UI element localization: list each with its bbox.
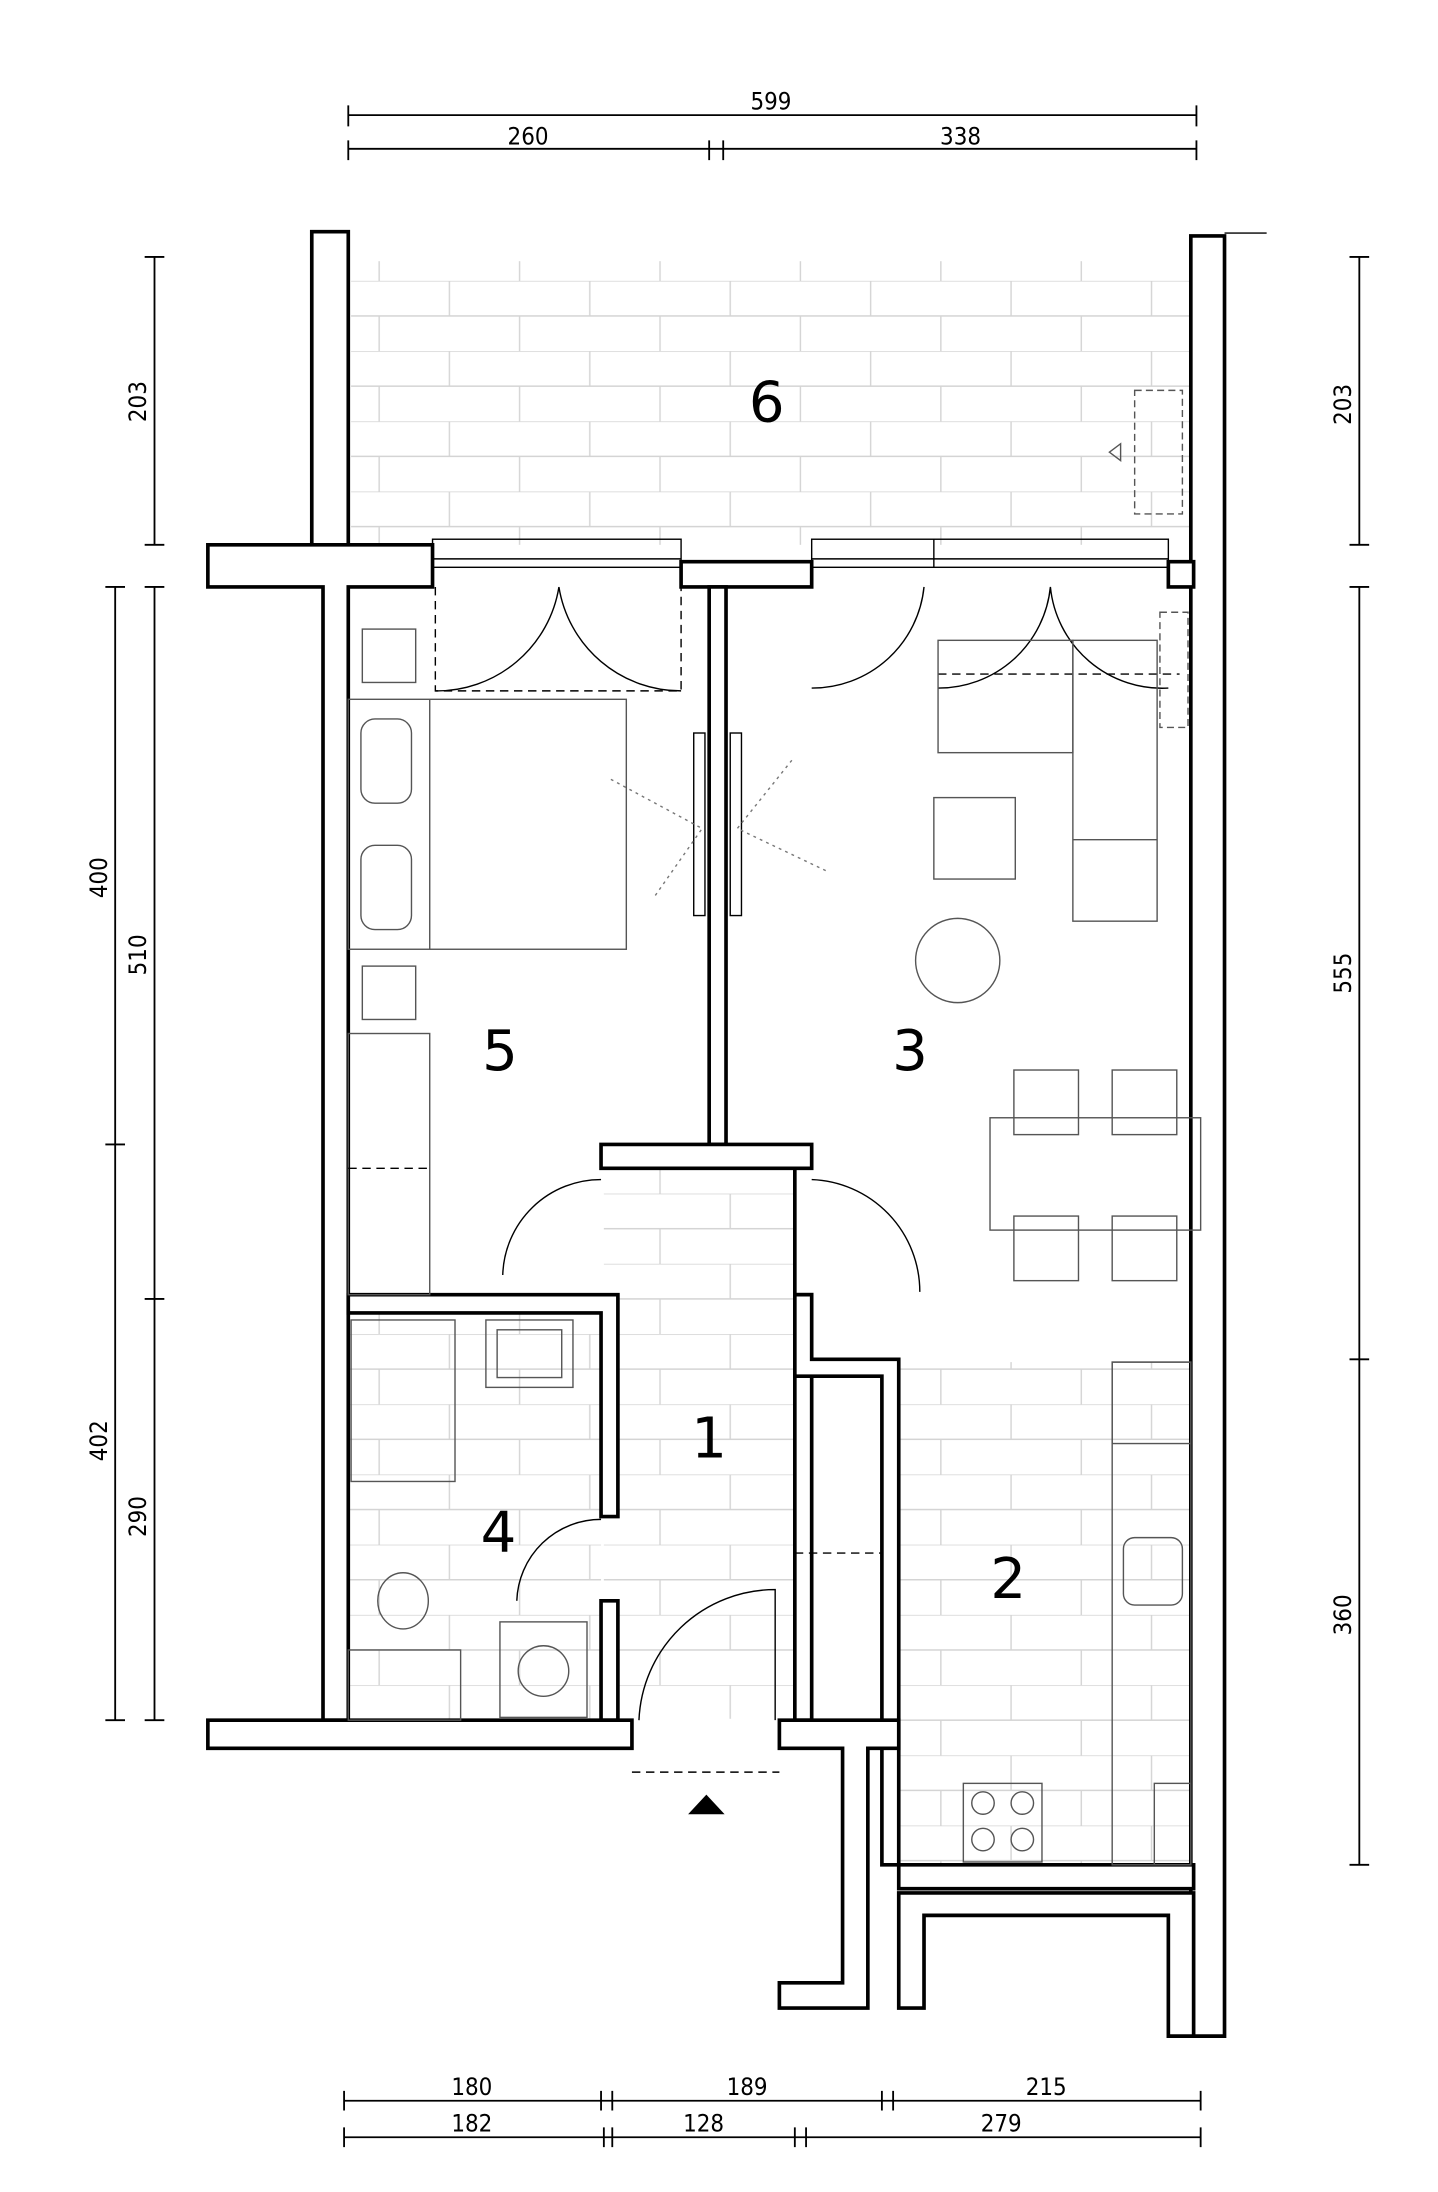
dim-right-360: 360 <box>1329 1594 1357 1635</box>
dim-top-right: 338 <box>940 123 981 151</box>
entrance-arrow-icon <box>688 1794 725 1815</box>
dim-bottom-189: 189 <box>727 2073 768 2101</box>
windows <box>431 538 1170 569</box>
room-label-1: 1 <box>691 1407 727 1472</box>
dimension-lines <box>105 105 1370 2148</box>
room-label-5: 5 <box>482 1019 518 1084</box>
dim-right-balcony: 203 <box>1329 384 1357 425</box>
dim-left-balcony: 203 <box>124 381 152 422</box>
dim-bottom-279: 279 <box>981 2110 1022 2138</box>
dim-right-555: 555 <box>1329 953 1357 994</box>
room-label-3: 3 <box>892 1019 928 1084</box>
room-label-6: 6 <box>749 370 785 435</box>
dim-bottom-128: 128 <box>683 2110 724 2138</box>
dim-left-400: 400 <box>85 857 113 898</box>
dim-bottom-215: 215 <box>1026 2073 1067 2101</box>
furniture <box>347 389 1202 1866</box>
room-label-4: 4 <box>481 1501 517 1566</box>
dim-bottom-180: 180 <box>451 2073 492 2101</box>
dim-left-290: 290 <box>124 1496 152 1537</box>
room-label-2: 2 <box>990 1547 1026 1612</box>
dim-top-total: 599 <box>750 88 791 116</box>
dim-bottom-182: 182 <box>451 2110 492 2138</box>
dim-left-402: 402 <box>85 1420 113 1461</box>
dim-left-510: 510 <box>124 934 152 975</box>
tiled-floors <box>348 261 1191 1865</box>
dim-top-left: 260 <box>508 123 549 151</box>
